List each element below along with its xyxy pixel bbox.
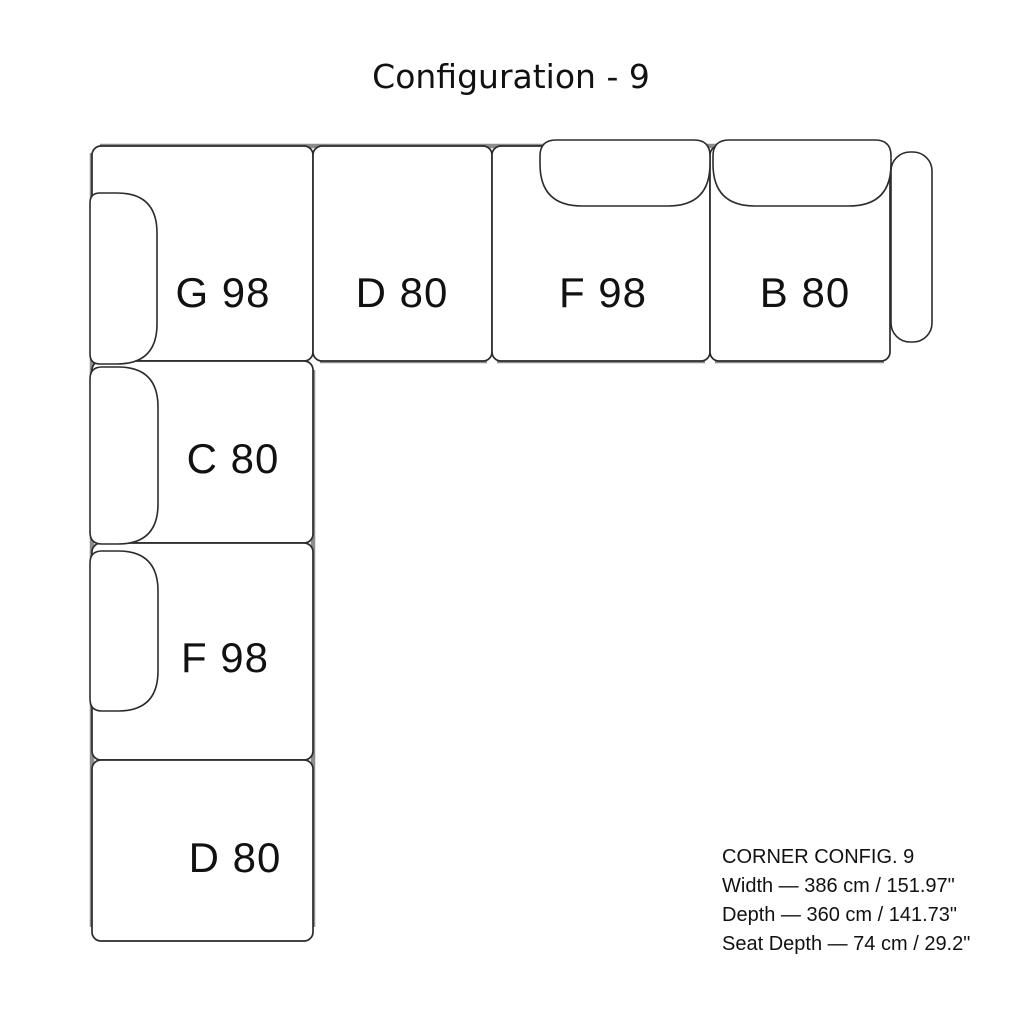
module-labels: G 98 D 80 F 98 B 80 C 80 F 98 D 80: [175, 269, 850, 881]
cushion-left-c80: [89, 366, 159, 545]
page-title: Configuration - 9: [372, 57, 650, 96]
label-top-f98: F 98: [559, 269, 647, 316]
label-bottom-d80: D 80: [189, 834, 282, 881]
label-left-c80: C 80: [187, 435, 280, 482]
label-top-b80: B 80: [760, 269, 850, 316]
cushion-corner-g98: [89, 192, 158, 365]
back-cushions: [89, 139, 892, 712]
spec-width: Width — 386 cm / 151.97": [722, 875, 955, 897]
module-top-d80: [312, 145, 493, 362]
cushion-left-f98: [89, 550, 159, 712]
module-bodies: [91, 145, 891, 942]
spec-heading: CORNER CONFIG. 9: [722, 846, 914, 868]
cushion-top-f98: [539, 139, 711, 207]
module-bottom-d80: [91, 759, 314, 942]
armrest-right: [890, 151, 933, 343]
label-left-f98: F 98: [181, 634, 269, 681]
cushion-top-b80: [712, 139, 892, 207]
spec-seat-depth: Seat Depth — 74 cm / 29.2": [722, 933, 970, 955]
label-corner-g98: G 98: [175, 269, 270, 316]
label-top-d80: D 80: [356, 269, 449, 316]
spec-depth: Depth — 360 cm / 141.73": [722, 904, 957, 926]
spec-block: CORNER CONFIG. 9 Width — 386 cm / 151.97…: [722, 846, 970, 955]
